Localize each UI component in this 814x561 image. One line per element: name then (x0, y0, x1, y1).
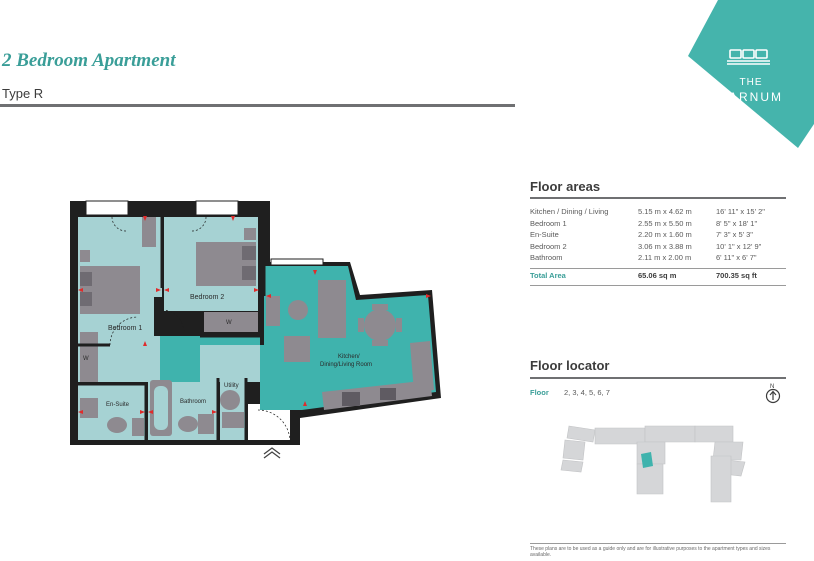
bath-tub-inner (154, 386, 168, 430)
room-bedroom1-corridor (154, 217, 162, 297)
bedside-table-2 (244, 228, 256, 240)
bedroom1-label: Bedroom 1 (108, 325, 142, 332)
table-row: Bedroom 2 3.06 m x 3.88 m 10' 1" x 12' 9… (530, 242, 786, 254)
floor-locator-divider (530, 377, 786, 379)
bedside-table-1 (80, 250, 90, 262)
room-imperial: 6' 11" x 6' 7" (716, 253, 757, 262)
wardrobe-2 (204, 312, 258, 332)
table-row: Bedroom 1 2.55 m x 5.50 m 8' 5" x 18' 1" (530, 219, 786, 231)
kitchen-sink (380, 388, 396, 400)
room-metric: 2.20 m x 1.60 m (638, 230, 692, 239)
ensuite-basin (80, 398, 98, 418)
measurement-markers (78, 216, 431, 414)
kitchen-label-1: Kitchen/ (338, 354, 360, 360)
room-imperial: 10' 1" x 12' 9" (716, 241, 762, 251)
room-metric: 2.11 m x 2.00 m (638, 253, 692, 262)
table-row: Bathroom 2.11 m x 2.00 m 6' 11" x 6' 7" (530, 253, 786, 265)
window-living (270, 258, 324, 266)
dining-chair-s (372, 340, 388, 346)
apartment-type: Type R (2, 86, 44, 101)
kitchen-tall-unit (410, 341, 434, 392)
logo-badge (688, 0, 814, 148)
floor-areas-table: Kitchen / Dining / Living 5.15 m x 4.62 … (530, 207, 786, 286)
page-title: 2 Bedroom Apartment (2, 50, 176, 71)
dining-chair-e (396, 318, 402, 332)
bed2-pillow-a (242, 246, 256, 260)
room-imperial: 8' 5" x 18' 1" (716, 218, 758, 228)
room-name: Bathroom (530, 253, 563, 262)
north-label: N (770, 384, 774, 390)
bathroom-basin (198, 414, 214, 434)
total-label: Total Area (530, 270, 566, 280)
dining-table (364, 309, 396, 341)
ensuite-label: En-Suite (106, 402, 130, 408)
utility-label: Utility (224, 383, 239, 389)
coffee-table (288, 300, 308, 320)
north-arrow-icon: N (765, 384, 781, 404)
room-name: Bedroom 1 (530, 218, 567, 228)
total-divider (530, 267, 786, 269)
sofa-icon (727, 49, 770, 65)
ensuite-cabinet (132, 418, 144, 436)
floor-areas-divider (530, 197, 786, 199)
dining-chair-w (358, 318, 364, 332)
room-name: Bedroom 2 (530, 241, 567, 251)
brand-logo (688, 0, 814, 148)
interior-walls (78, 217, 266, 440)
room-name: En-Suite (530, 230, 559, 239)
room-metric: 5.15 m x 4.62 m (638, 207, 692, 216)
floor-locator-heading: Floor locator (530, 358, 610, 373)
door-swings (109, 216, 291, 443)
header-divider (0, 104, 515, 107)
room-imperial: 7' 3" x 5' 3" (716, 230, 753, 239)
floor-plan: W Bedroom 1 W Bedroom 2 En-Suite Bathroo… (70, 200, 441, 459)
building-outline (560, 425, 746, 503)
logo-the-text: THE (739, 77, 763, 88)
room-name: Kitchen / Dining / Living (530, 207, 609, 216)
bathroom-label: Bathroom (180, 399, 206, 405)
table-row: En-Suite 2.20 m x 1.60 m 7' 3" x 5' 3" (530, 230, 786, 242)
dining-chair-n (372, 304, 388, 310)
disclaimer-divider (530, 543, 786, 544)
apartment-location-marker (641, 452, 653, 468)
sofa (318, 280, 346, 338)
desk-bedroom2 (142, 217, 156, 247)
bedroom2-label: Bedroom 2 (190, 294, 224, 301)
entrance-chevron-icon (263, 447, 281, 459)
boiler (220, 390, 240, 410)
total-imperial: 700.35 sq ft (716, 270, 757, 280)
room-metric: 2.55 m x 5.50 m (638, 218, 692, 228)
bed2-pillow-b (242, 266, 256, 280)
table-bottom-rule (530, 285, 786, 286)
armchair (284, 336, 310, 362)
wardrobe-2-label: W (226, 320, 232, 326)
wardrobe-1-label: W (83, 356, 89, 362)
floor-areas-heading: Floor areas (530, 179, 601, 194)
table-row: Kitchen / Dining / Living 5.15 m x 4.62 … (530, 207, 786, 219)
ensuite-toilet (107, 417, 127, 433)
bed1-pillow-a (80, 272, 92, 286)
total-row: Total Area 65.06 sq m 700.35 sq ft (530, 271, 786, 283)
room-imperial: 16' 11" x 15' 2" (716, 207, 765, 216)
kitchen-label-2: Dining/Living Room (320, 362, 372, 368)
building-locator-map (560, 425, 746, 503)
room-metric: 3.06 m x 3.88 m (638, 241, 692, 251)
window-bedroom2 (195, 200, 239, 216)
disclaimer-text: These plans are to be used as a guide on… (530, 546, 771, 558)
utility-unit (222, 412, 244, 428)
bed1-pillow-b (80, 292, 92, 306)
floor-numbers: 2, 3, 4, 5, 6, 7 (564, 388, 610, 397)
hob (342, 392, 360, 406)
bathroom-toilet (178, 416, 198, 432)
window-bedroom1 (85, 200, 129, 216)
side-cabinet (266, 296, 280, 326)
logo-name-text: BARNUM (718, 90, 783, 104)
floor-label: Floor (530, 388, 549, 397)
total-metric: 65.06 sq m (638, 270, 677, 280)
